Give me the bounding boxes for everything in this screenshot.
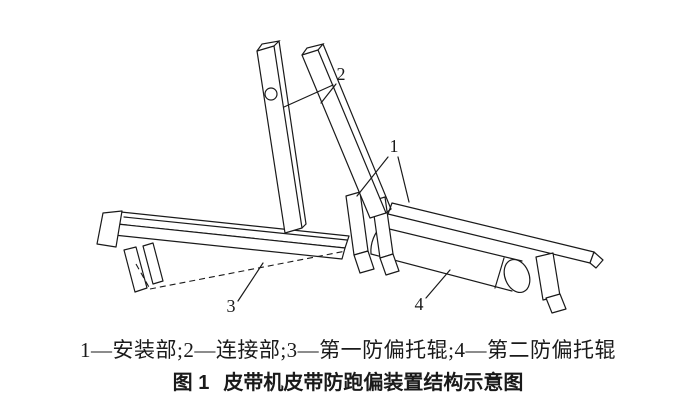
leader-3 [237, 262, 264, 302]
leader-lines [237, 83, 451, 302]
left-channel-shape [96, 210, 350, 293]
part-label-3: 3 [227, 296, 236, 316]
part-label-2: 2 [337, 64, 346, 84]
bolt-hole [264, 87, 278, 101]
parts-legend: 1—安装部;2—连接部;3—第一防偏托辊;4—第二防偏托辊 [79, 338, 616, 362]
leader-4 [425, 269, 451, 299]
figure-number: 图 1 [172, 372, 210, 394]
leader-1a [356, 156, 389, 197]
leader-2b [283, 84, 334, 108]
figure-title: 皮带机皮带防跑偏装置结构示意图 [223, 372, 524, 394]
right-bracket-shape [535, 252, 567, 314]
part-label-1: 1 [390, 136, 399, 156]
mounting-part-shape [345, 191, 400, 276]
part-label-4: 4 [415, 294, 424, 314]
mounting-bar-shape [256, 40, 307, 234]
hidden-roller-dashed-shape [135, 250, 347, 290]
device-line-drawing: 2 1 3 4 [96, 40, 604, 316]
leader-1b [397, 156, 410, 203]
connecting-arm-shape [301, 42, 392, 219]
leader-2a [320, 83, 337, 104]
figure-caption: 图 1 皮带机皮带防跑偏装置结构示意图 [0, 366, 696, 395]
